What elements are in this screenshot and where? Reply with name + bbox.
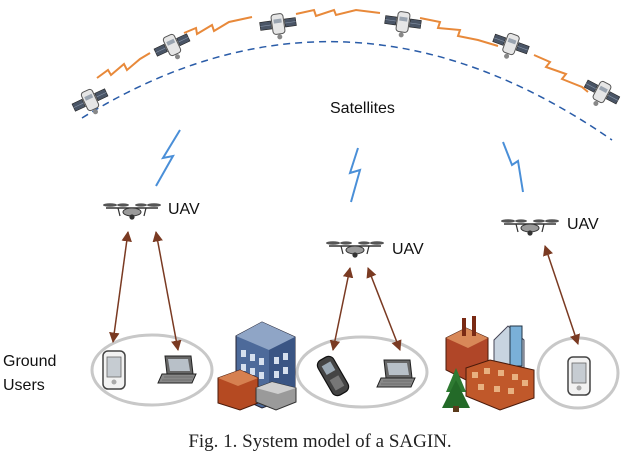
satellite-icon xyxy=(68,82,114,123)
phone-icon xyxy=(567,356,591,396)
uav-icon xyxy=(500,218,560,237)
figure-caption: Fig. 1. System model of a SAGIN. xyxy=(188,431,452,452)
ground-label-line2: Users xyxy=(3,377,45,394)
satellite-icon xyxy=(258,11,299,43)
office-building-icon xyxy=(217,321,297,411)
uav-icon xyxy=(325,240,385,259)
phone-icon xyxy=(102,350,126,390)
uav-label: UAV xyxy=(567,216,599,233)
inter-satellite-links xyxy=(96,8,589,93)
satellite-icon xyxy=(382,9,423,41)
uav-ground-links xyxy=(109,230,580,352)
laptop-icon xyxy=(157,355,197,384)
uav-icon xyxy=(102,202,162,221)
ground-cell xyxy=(90,333,214,407)
satellite-icon xyxy=(578,74,624,115)
ground-users-label: Ground Users xyxy=(3,350,56,398)
satellite-icon xyxy=(488,27,532,66)
laptop-icon xyxy=(376,359,416,388)
satellite-icon xyxy=(150,27,196,68)
satellite-uav-links xyxy=(155,129,524,203)
ground-cell xyxy=(295,335,429,409)
uav-label: UAV xyxy=(392,241,424,258)
city-icon xyxy=(442,316,535,412)
uav-label: UAV xyxy=(168,201,200,218)
orbit-path xyxy=(81,40,613,141)
ground-label-line1: Ground xyxy=(3,353,57,370)
satellites-label: Satellites xyxy=(330,100,395,117)
cellphone-icon xyxy=(316,355,350,397)
